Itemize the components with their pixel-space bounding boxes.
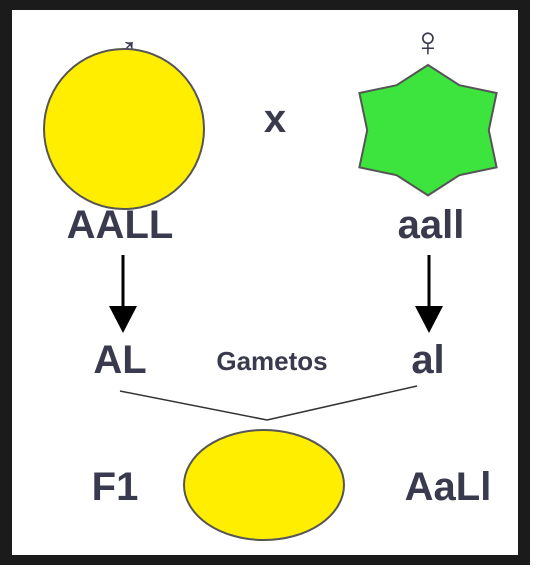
male-gamete: AL [93, 338, 146, 382]
gametes-label: Gametos [216, 346, 327, 376]
female-symbol: ♀ [412, 18, 444, 65]
f1-genotype: AaLl [405, 465, 492, 509]
f1-offspring-circle [183, 429, 345, 541]
female-arrow [415, 255, 443, 333]
image-frame: ♂ ♀ x AALL aall AL Gametos [0, 0, 530, 565]
male-parent-circle [43, 48, 205, 210]
female-parent-star [358, 63, 498, 197]
male-arrow [109, 255, 137, 333]
fertilization-lines [119, 385, 418, 421]
f1-label: F1 [92, 465, 139, 509]
female-gamete: al [411, 338, 444, 382]
genetics-cross-diagram: ♂ ♀ x AALL aall AL Gametos [43, 18, 498, 541]
male-parent-genotype: AALL [67, 203, 174, 247]
female-parent-genotype: aall [398, 203, 465, 247]
cross-symbol: x [264, 97, 286, 141]
diagram-panel: ♂ ♀ x AALL aall AL Gametos [12, 10, 518, 555]
